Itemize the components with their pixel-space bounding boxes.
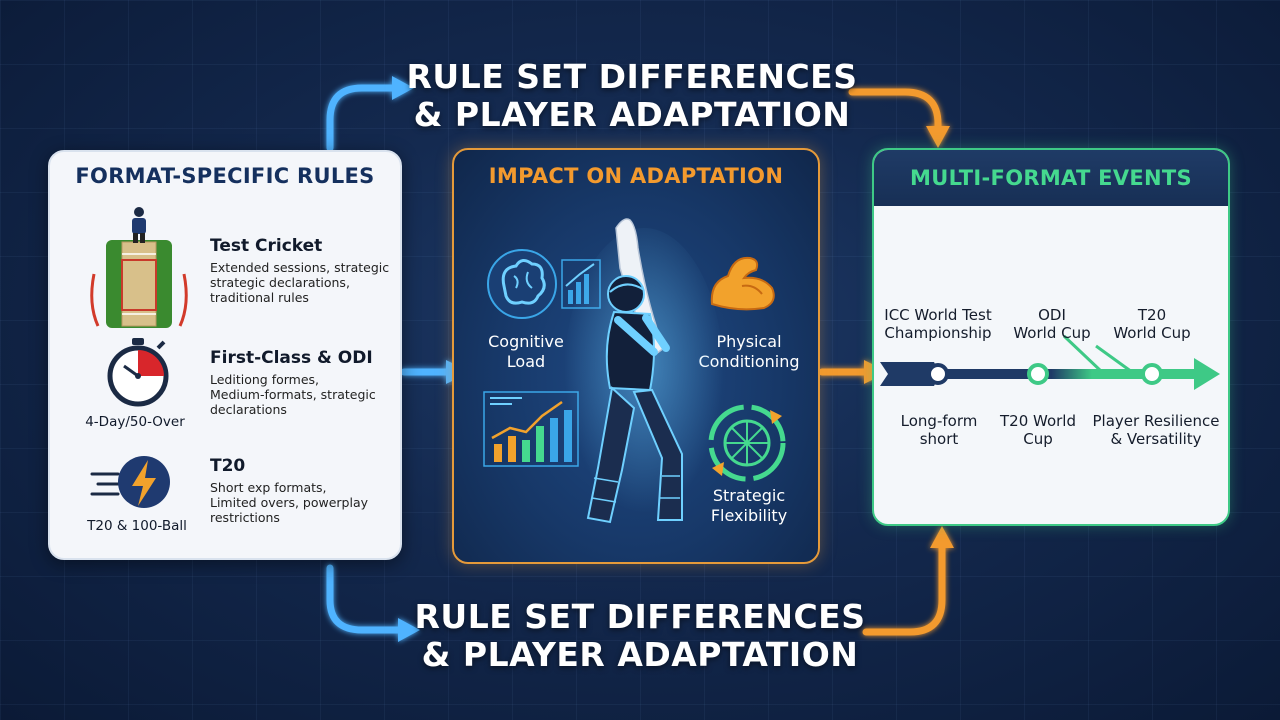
pitch-icon bbox=[90, 207, 188, 328]
event-label-line: T20 bbox=[1137, 306, 1167, 324]
heading-bottom: RULE SET DIFFERENCES & PLAYER ADAPTATION bbox=[380, 598, 900, 674]
event-t20-world-cup: T20 World Cup bbox=[1102, 306, 1202, 342]
rule-description: Extended sessions, strategic strategic d… bbox=[210, 260, 400, 305]
rule-desc-line: Short exp formats, bbox=[210, 480, 327, 495]
timeline-node-1 bbox=[927, 363, 949, 385]
lightning-caption: T20 & 100-Ball bbox=[87, 518, 187, 534]
timeline-node-3 bbox=[1141, 363, 1163, 385]
rule-description: Leditiong formes, Medium-formats, strate… bbox=[210, 372, 400, 417]
heading-top: RULE SET DIFFERENCES & PLAYER ADAPTATION bbox=[372, 58, 892, 134]
event-label-line: ICC World Test bbox=[884, 306, 992, 324]
event-label-line: Long-form bbox=[900, 412, 978, 430]
factor-label-line: Load bbox=[506, 352, 546, 371]
arrow-bottom-right bbox=[862, 542, 946, 636]
rule-name: T20 bbox=[210, 456, 246, 476]
event-label-line: T20 World bbox=[999, 412, 1076, 430]
arrow-bottom-left bbox=[326, 564, 402, 634]
arrow-top-left bbox=[326, 84, 396, 152]
event-label-line: Player Resilience bbox=[1092, 412, 1220, 430]
rule-name: First-Class & ODI bbox=[210, 348, 373, 368]
event-label-line: & Versatility bbox=[1110, 430, 1202, 448]
rule-desc-line: Extended sessions, strategic bbox=[210, 260, 390, 275]
rule-description: Short exp formats, Limited overs, powerp… bbox=[210, 480, 400, 525]
rule-test-cricket: Test Cricket Extended sessions, strategi… bbox=[210, 236, 400, 305]
rule-desc-line: Leditiong formes, bbox=[210, 372, 320, 387]
heading-top-line-2: & PLAYER ADAPTATION bbox=[413, 95, 851, 134]
rule-desc-line: Medium-formats, strategic bbox=[210, 387, 376, 402]
rule-desc-line: declarations bbox=[210, 402, 287, 417]
rule-desc-line: traditional rules bbox=[210, 290, 309, 305]
events-timeline bbox=[880, 334, 1220, 390]
cycle-icon bbox=[708, 404, 786, 482]
lightning-icon bbox=[90, 456, 170, 508]
event-long-form-short: Long-form short bbox=[884, 412, 994, 448]
format-rules-card: FORMAT-SPECIFIC RULES Test Cricket Exten… bbox=[48, 150, 402, 560]
event-label-line: Championship bbox=[884, 324, 992, 342]
heading-top-line-1: RULE SET DIFFERENCES bbox=[406, 57, 858, 96]
factor-label-line: Physical bbox=[716, 332, 782, 351]
factor-label-line: Flexibility bbox=[710, 506, 788, 525]
event-odi-world-cup: ODI World Cup bbox=[1012, 306, 1092, 342]
strategic-flexibility-label: Strategic Flexibility bbox=[694, 486, 804, 526]
events-header bbox=[874, 150, 1228, 206]
arrow-top-right bbox=[848, 88, 942, 134]
stopwatch-caption: 4-Day/50-Over bbox=[85, 414, 185, 430]
event-test-championship: ICC World Test Championship bbox=[876, 306, 1000, 342]
rule-desc-line: restrictions bbox=[210, 510, 280, 525]
event-player-resilience: Player Resilience & Versatility bbox=[1086, 412, 1226, 448]
event-label-line: World Cup bbox=[1013, 324, 1091, 342]
events-title: MULTI-FORMAT EVENTS bbox=[910, 166, 1192, 190]
factor-label-line: Strategic bbox=[712, 486, 786, 505]
rule-first-class-odi: First-Class & ODI Leditiong formes, Medi… bbox=[210, 348, 400, 417]
events-card: MULTI-FORMAT EVENTS ICC World Test Champ… bbox=[872, 148, 1230, 526]
rule-desc-line: Limited overs, powerplay bbox=[210, 495, 369, 510]
event-label-line: Cup bbox=[1023, 430, 1053, 448]
rule-name: Test Cricket bbox=[210, 236, 323, 256]
factor-label-line: Cognitive bbox=[488, 332, 564, 351]
cognitive-load-label: Cognitive Load bbox=[476, 332, 576, 372]
event-t20-world-cup-bottom: T20 World Cup bbox=[994, 412, 1082, 448]
batsman-icon bbox=[564, 218, 724, 528]
rule-desc-line: strategic declarations, bbox=[210, 275, 350, 290]
event-label-line: short bbox=[919, 430, 959, 448]
impact-title: IMPACT ON ADAPTATION bbox=[488, 164, 784, 188]
event-label-line: ODI bbox=[1038, 306, 1066, 324]
bar-chart-icon bbox=[483, 391, 579, 467]
muscle-icon bbox=[710, 256, 775, 311]
format-rules-title: FORMAT-SPECIFIC RULES bbox=[75, 164, 375, 188]
rule-t20: T20 Short exp formats, Limited overs, po… bbox=[210, 456, 400, 525]
timeline-node-2 bbox=[1027, 363, 1049, 385]
heading-bottom-line-2: & PLAYER ADAPTATION bbox=[421, 635, 859, 674]
heading-bottom-line-1: RULE SET DIFFERENCES bbox=[414, 597, 866, 636]
impact-card: IMPACT ON ADAPTATION Cognitive Load Phys… bbox=[452, 148, 820, 564]
event-label-line: World Cup bbox=[1113, 324, 1191, 342]
stopwatch-icon bbox=[107, 338, 169, 407]
